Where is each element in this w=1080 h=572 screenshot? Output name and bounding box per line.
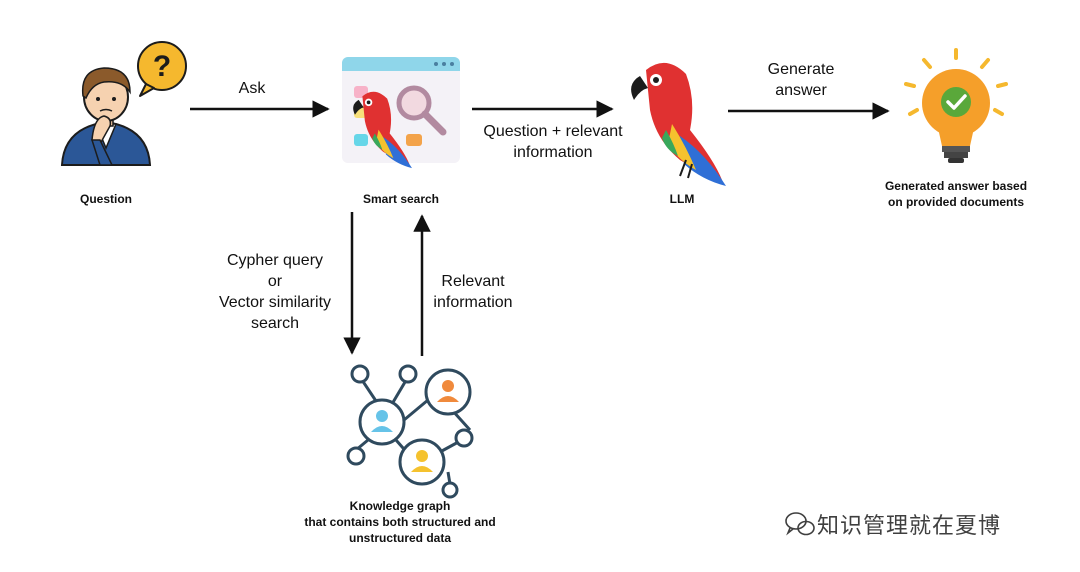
question-relevant-label-line1: Question + relevant	[483, 123, 623, 140]
graph-person-orange-icon	[437, 380, 459, 402]
smart-search-label: Smart search	[362, 192, 440, 206]
knowledge-graph-label-line3: unstructured data	[348, 531, 451, 545]
wechat-icon	[785, 512, 815, 536]
question-relevant-label-line2: information	[513, 144, 593, 161]
watermark: 知识管理就在夏博	[785, 508, 1001, 540]
relevant-information-label: Relevant information	[418, 271, 528, 313]
knowledge-graph-label: Knowledge graph that contains both struc…	[286, 498, 514, 546]
ask-label: Ask	[238, 80, 266, 97]
cypher-query-label-line2: or	[267, 273, 283, 290]
llm-parrot-icon	[631, 62, 726, 186]
svg-text:?: ?	[153, 50, 171, 83]
generate-answer-label-line2: answer	[775, 82, 827, 99]
question-bubble-icon: ?	[137, 41, 187, 97]
smart-search-parrot-icon	[353, 91, 412, 169]
cypher-query-label: Cypher query or Vector similarity search	[200, 250, 350, 334]
cypher-query-label-line1: Cypher query	[226, 252, 324, 269]
question-label: Question	[79, 192, 132, 206]
relevant-information-label-line1: Relevant	[441, 273, 505, 290]
relevant-information-label-line2: information	[433, 294, 513, 311]
question-relevant-label: Question + relevant information	[468, 121, 638, 163]
knowledge-graph-label-line1: Knowledge graph	[349, 499, 451, 513]
watermark-text: 知识管理就在夏博	[817, 514, 1002, 539]
cypher-query-label-line4: search	[250, 315, 300, 332]
generate-answer-label-line1: Generate	[767, 61, 835, 78]
llm-label: LLM	[669, 192, 695, 206]
generated-answer-label-line1: Generated answer based	[884, 179, 1028, 193]
knowledge-graph-label-line2: that contains both structured and	[304, 515, 496, 529]
generated-answer-label-line2: on provided documents	[887, 195, 1024, 209]
lightbulb-check-icon	[904, 48, 1008, 163]
smart-search-window-icon	[342, 57, 460, 163]
graph-person-blue-icon	[371, 410, 393, 432]
thinking-person-icon	[60, 67, 152, 166]
graph-person-yellow-icon	[411, 450, 433, 472]
generated-answer-label: Generated answer based on provided docum…	[866, 178, 1046, 210]
cypher-query-label-line3: Vector similarity	[218, 294, 332, 311]
generate-answer-label: Generate answer	[746, 59, 856, 101]
